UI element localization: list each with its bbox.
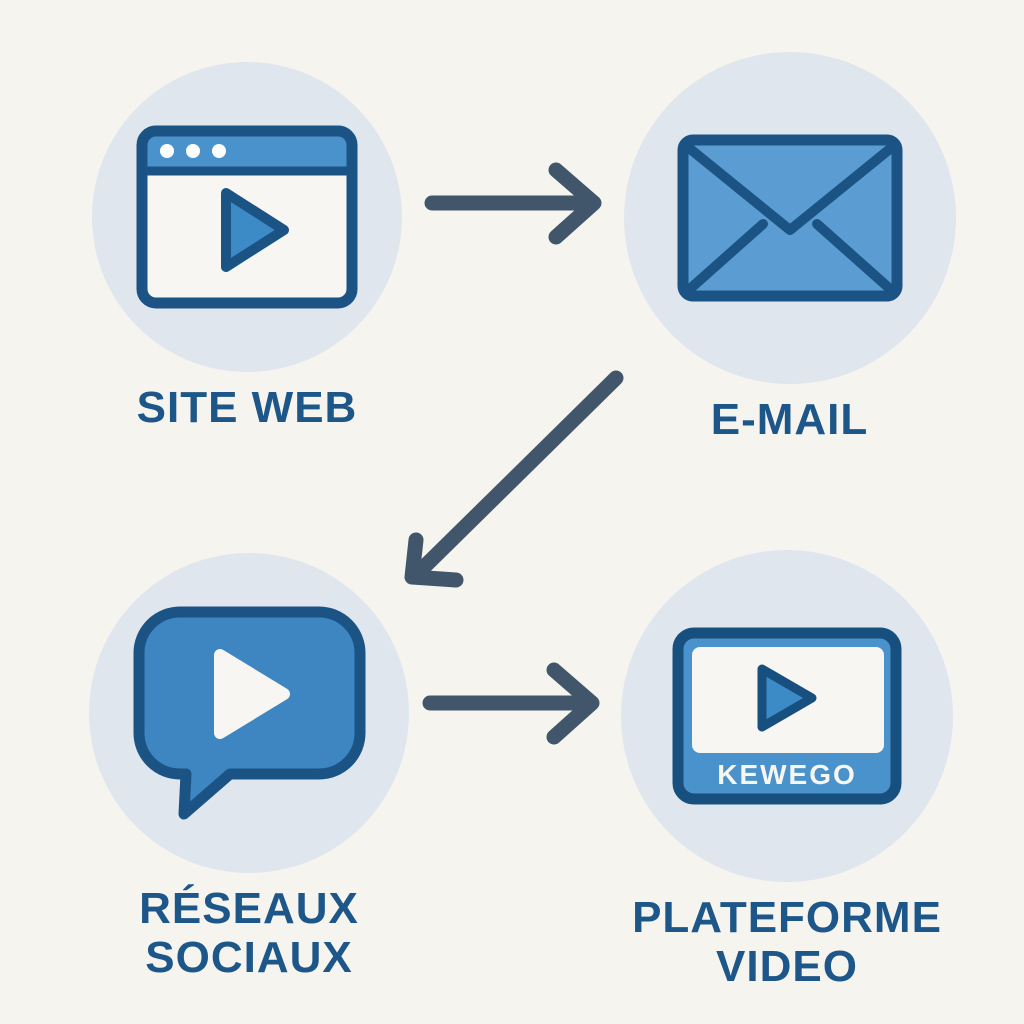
node-label-reseaux-sociaux: RÉSEAUX SOCIAUX [139,884,359,983]
arrow-reseaux-sociaux-to-plateforme-video [422,662,600,745]
arrow-site-web-to-email [424,162,602,245]
node-email: E-MAIL [617,52,962,444]
video-player-icon: KEWEGO [672,627,902,805]
chat-bubble-video-icon [133,606,365,819]
node-circle: KEWEGO [621,550,953,882]
node-label-site-web: SITE WEB [136,383,358,432]
node-label-email: E-MAIL [710,395,869,444]
node-site-web: SITE WEB [82,62,412,432]
envelope-icon [677,134,902,302]
node-label-plateforme-video: PLATEFORME VIDEO [632,893,942,992]
node-circle [92,62,402,372]
node-reseaux-sociaux: RÉSEAUX SOCIAUX [84,553,414,983]
node-plateforme-video: KEWEGO PLATEFORME VIDEO [612,550,962,992]
browser-video-icon [136,125,358,309]
arrow-email-to-reseaux-sociaux [404,370,624,588]
node-circle [623,52,956,384]
kewego-badge: KEWEGO [717,759,857,790]
node-circle [89,553,409,873]
